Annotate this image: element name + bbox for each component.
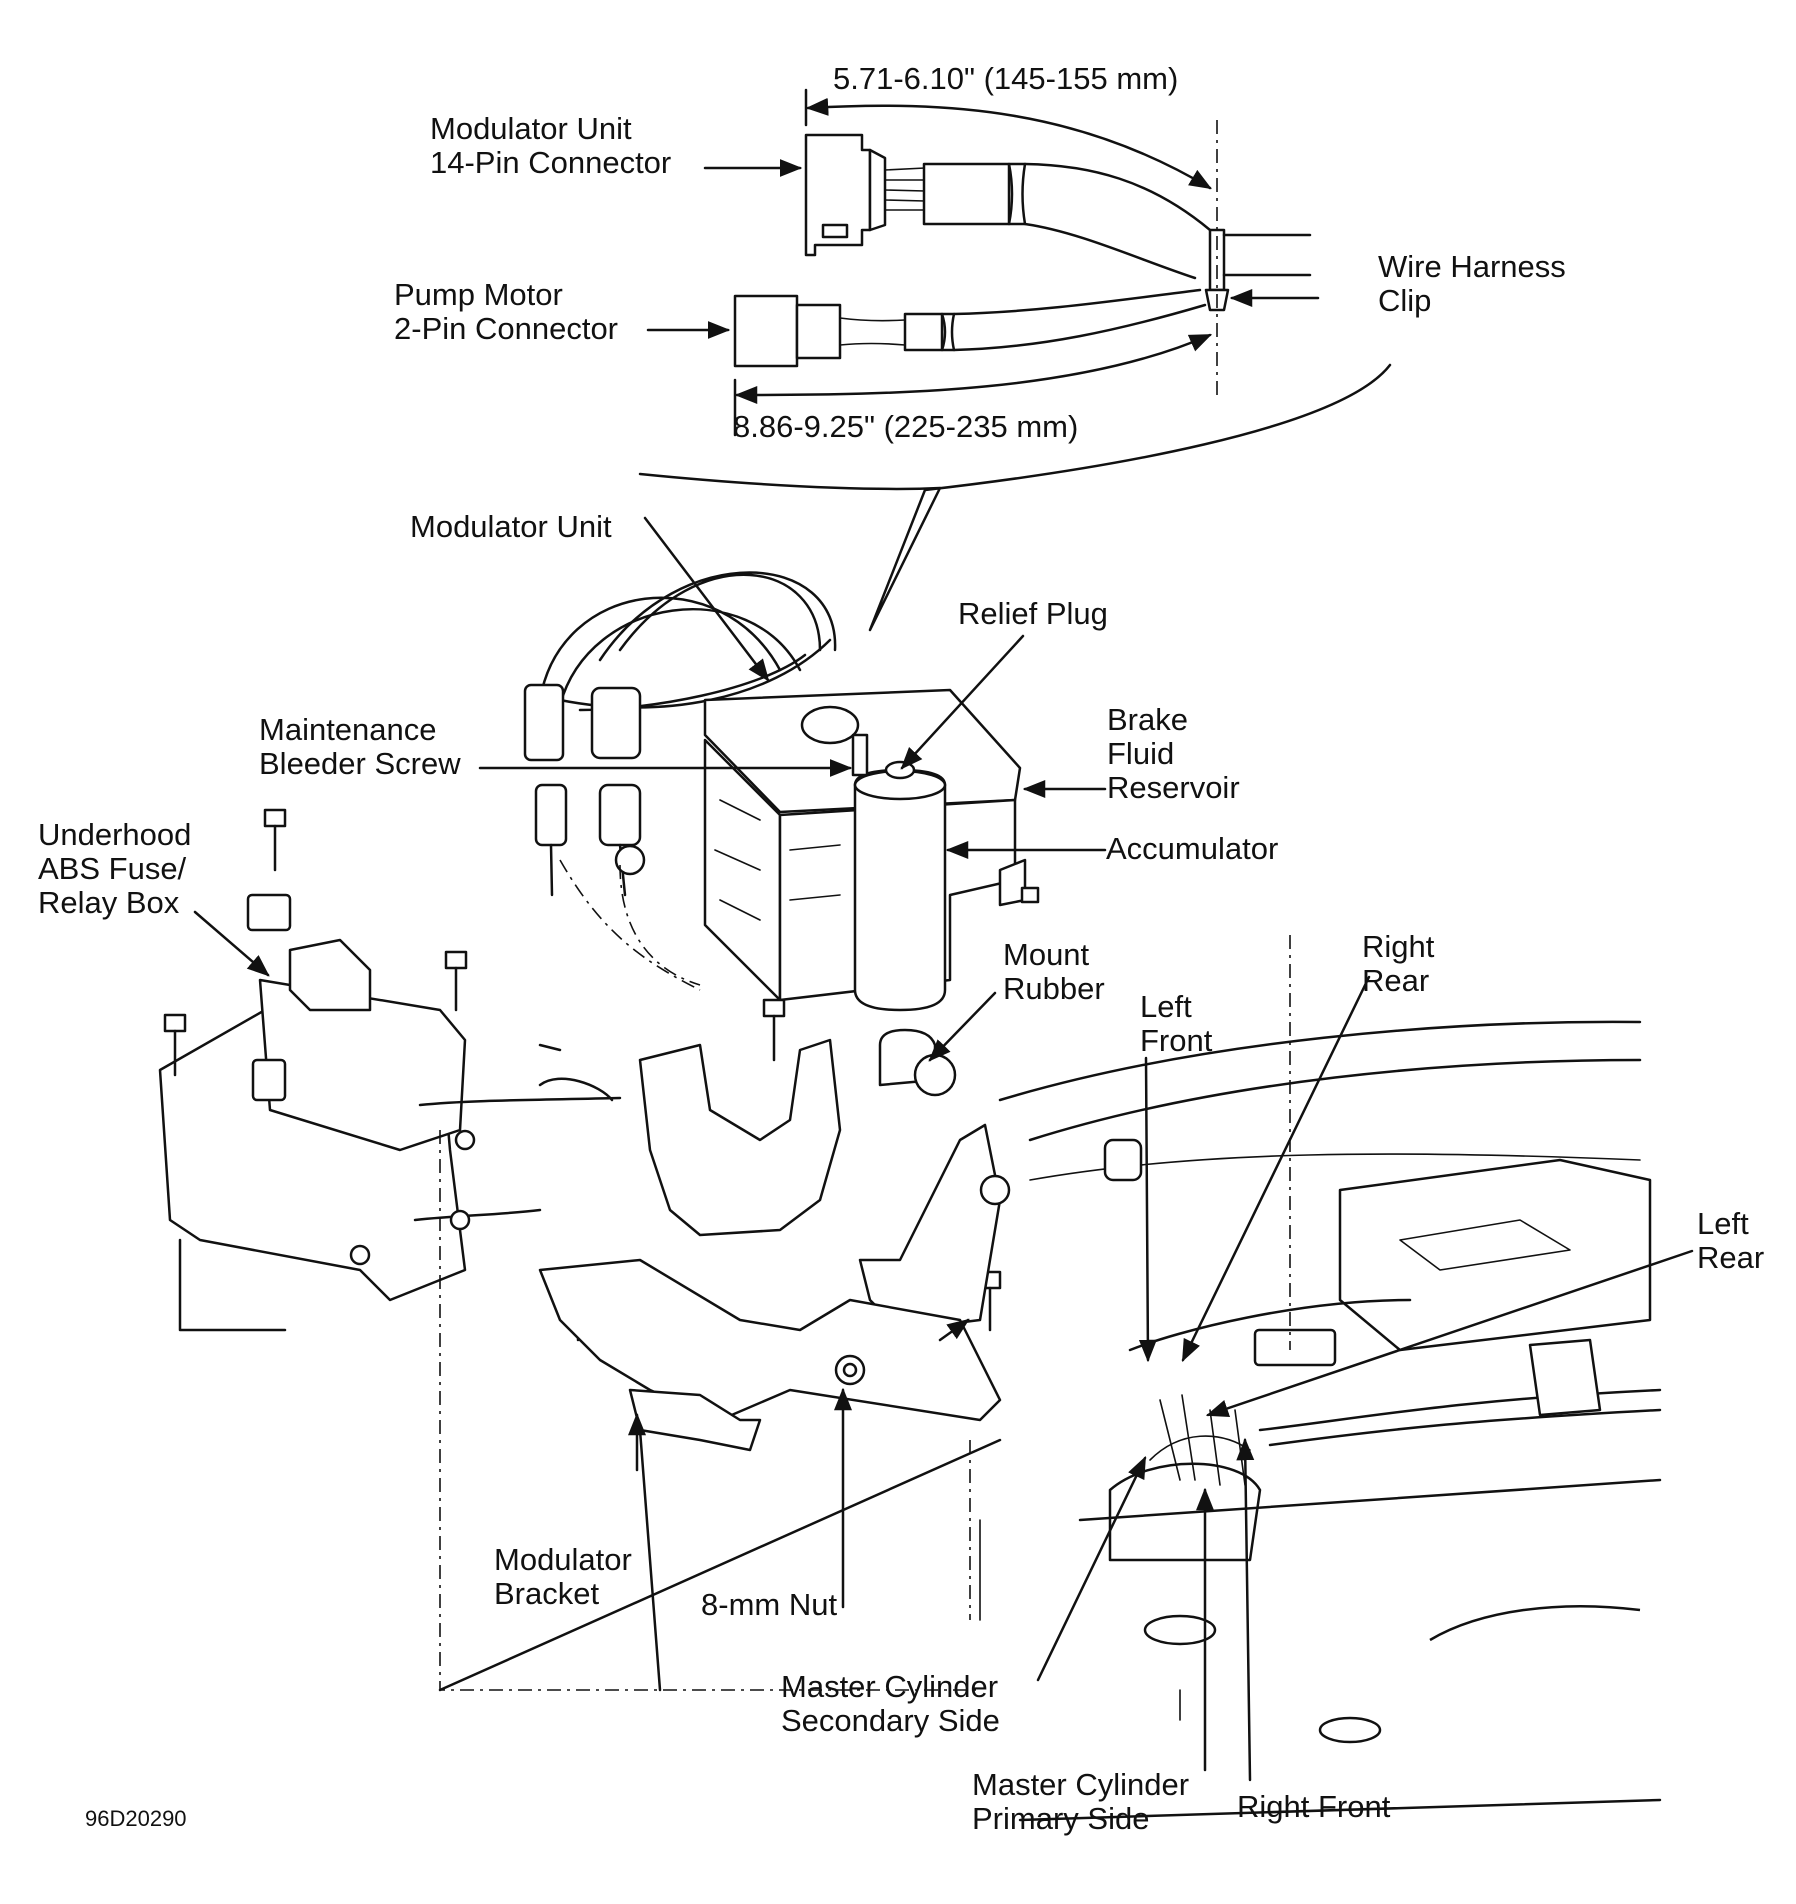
label-pump-connector: Pump Motor 2-Pin Connector xyxy=(394,277,619,346)
label-relief-plug: Relief Plug xyxy=(958,596,1108,631)
fuse-box-drawing xyxy=(158,893,622,1332)
pump-connector-drawing xyxy=(733,288,1207,368)
label-underhood-abs-fuse-relay-box: Underhood ABS Fuse/ Relay Box xyxy=(38,817,192,920)
modulator-bracket-drawing xyxy=(538,844,1011,1452)
label-8mm-nut: 8-mm Nut xyxy=(701,1587,838,1622)
dimension-modulator-connector: 5.71-6.10" (145-155 mm) xyxy=(833,61,1179,96)
label-modulator-connector: Modulator Unit 14-Pin Connector xyxy=(430,111,672,180)
label-brake-fluid-reservoir: Brake Fluid Reservoir xyxy=(1107,702,1240,805)
harness-inset xyxy=(638,88,1392,632)
label-modulator-unit: Modulator Unit xyxy=(410,509,612,544)
label-right-front: Right Front xyxy=(1237,1789,1391,1824)
leader-lines xyxy=(193,516,1694,1782)
label-right-rear: Right Rear xyxy=(1362,929,1435,998)
figure-id: 96D20290 xyxy=(85,1806,187,1831)
label-accumulator: Accumulator xyxy=(1106,831,1279,866)
label-master-cylinder-secondary-side: Master Cylinder Secondary Side xyxy=(781,1669,1000,1738)
label-modulator-bracket: Modulator Bracket xyxy=(494,1542,632,1611)
dimension-pump-connector: 8.86-9.25" (225-235 mm) xyxy=(733,409,1079,444)
label-mount-rubber: Mount Rubber xyxy=(1003,937,1105,1006)
engine-bay-drawing xyxy=(438,935,1662,1822)
label-maintenance-bleeder-screw: Maintenance Bleeder Screw xyxy=(259,712,461,781)
wire-harness-clip-drawing xyxy=(1204,120,1312,400)
label-master-cylinder-primary-side: Master Cylinder Primary Side xyxy=(972,1767,1190,1836)
label-wire-harness-clip: Wire Harness Clip xyxy=(1378,249,1566,318)
label-left-front: Left Front xyxy=(1140,989,1213,1058)
label-left-rear: Left Rear xyxy=(1697,1206,1765,1275)
